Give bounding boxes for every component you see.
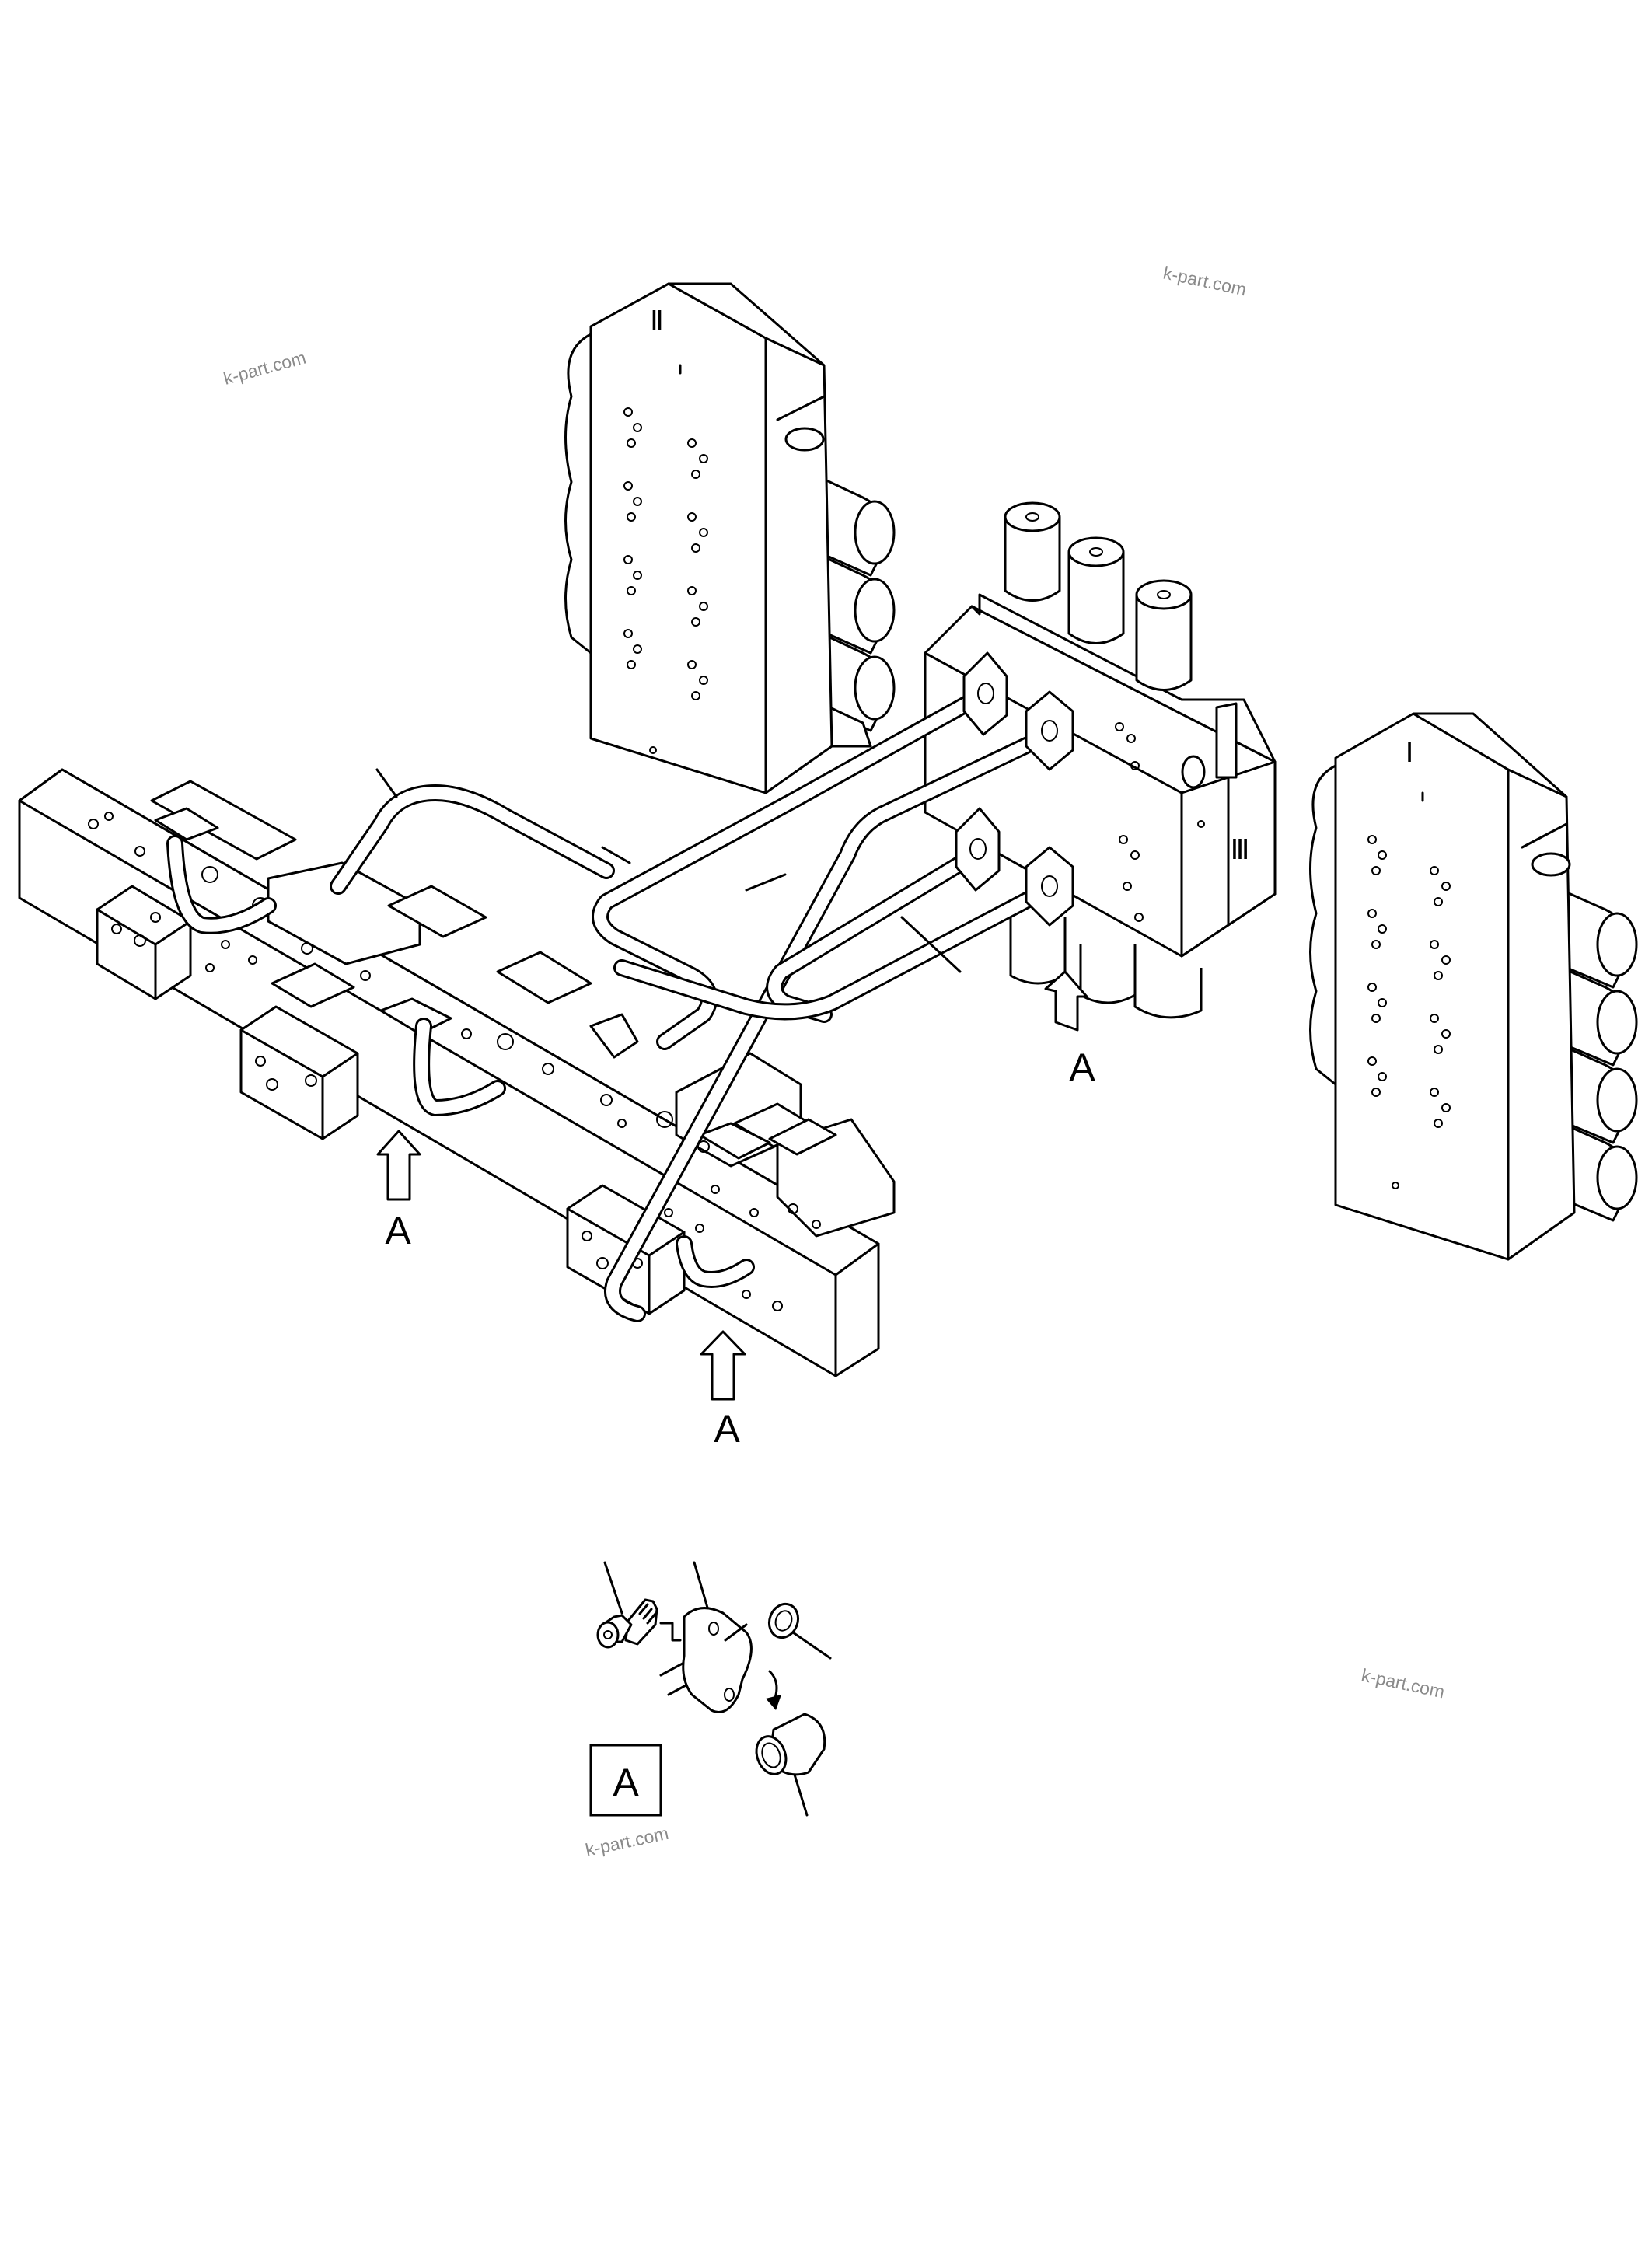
detail-a-flange-assembly: A <box>589 1561 832 1817</box>
watermark-text: k-part.com <box>1360 1664 1447 1702</box>
leader-lines <box>375 768 962 973</box>
watermark-text: k-part.com <box>222 347 309 389</box>
flange-icon <box>682 1561 753 1713</box>
valve-label-1: Ⅰ <box>1406 737 1414 768</box>
detail-label-box <box>589 1744 662 1817</box>
o-ring-icon <box>767 1602 832 1660</box>
detail-label: A <box>613 1761 639 1804</box>
control-valve-2: Ⅱ <box>564 282 896 794</box>
view-arrow-right <box>1044 970 1088 1032</box>
pipe-flanges <box>154 807 771 1160</box>
view-arrow-left <box>376 1130 421 1201</box>
plug-icon <box>755 1713 826 1817</box>
port-holes <box>1115 722 1205 922</box>
watermark-text: k-part.com <box>1161 262 1249 299</box>
hydraulic-pipes <box>166 679 1066 1322</box>
port-holes <box>623 407 708 754</box>
pipe-end-flanges <box>955 651 1074 927</box>
view-arrow-bottom <box>700 1330 746 1401</box>
port-holes <box>1367 835 1451 1189</box>
coil-1 <box>1004 501 1061 602</box>
control-valve-1: Ⅰ <box>1309 712 1638 1261</box>
control-valve-3: Ⅲ <box>924 501 1277 1019</box>
view-label: A <box>1069 1046 1095 1089</box>
arrow-icon <box>766 1670 781 1710</box>
valve-label-2: Ⅱ <box>650 306 664 337</box>
valve-label-3: Ⅲ <box>1231 834 1250 865</box>
bolt-icon <box>596 1561 658 1649</box>
view-label: A <box>714 1407 740 1451</box>
valve-manifold-assembly <box>18 768 896 1377</box>
view-label: A <box>385 1209 411 1252</box>
coil-2 <box>1067 536 1125 644</box>
lower-bosses <box>1009 917 1203 1019</box>
watermark-text: k-part.com <box>584 1823 671 1860</box>
coil-3 <box>1135 579 1193 691</box>
